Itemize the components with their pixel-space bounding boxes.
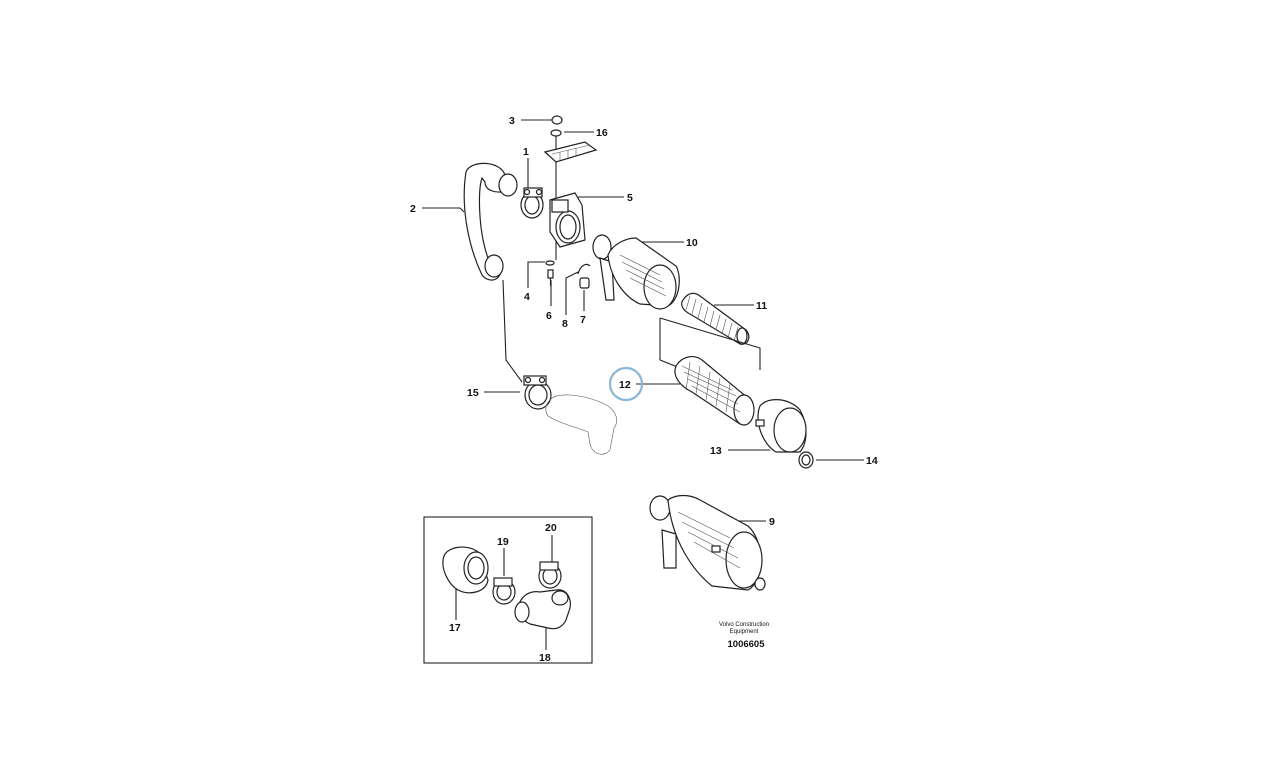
intake-hose-outline [545,394,617,455]
washer-part-4 [545,260,555,266]
clamp-part-20 [538,561,562,589]
filter-element-part-12 [674,356,755,426]
drawing-number: 1006605 [728,639,766,650]
callout-19[interactable]: 19 [497,536,509,548]
callout-highlight-circle [608,366,644,402]
bracket-plate [543,141,598,163]
callout-8[interactable]: 8 [562,318,568,330]
clamp-part-19 [492,577,516,605]
callout-18[interactable]: 18 [539,652,551,664]
elbow-hose-part-18 [514,589,571,630]
inner-filter-part-11 [681,292,750,345]
callout-17[interactable]: 17 [449,622,461,634]
hose-part-2 [463,162,518,281]
filter-housing-part-10 [592,234,680,310]
callout-6[interactable]: 6 [546,310,552,322]
callout-2[interactable]: 2 [410,203,416,215]
callout-13[interactable]: 13 [710,445,722,457]
callout-20[interactable]: 20 [545,522,557,534]
inset-box [423,516,593,664]
mount-bracket-part-5 [549,192,586,248]
callout-12[interactable]: 12 [619,379,631,391]
nut-part-3 [551,115,563,125]
hook-part-8 [577,263,591,275]
callout-14[interactable]: 14 [866,455,878,467]
callout-10[interactable]: 10 [686,237,698,249]
callout-16[interactable]: 16 [596,127,608,139]
dust-cap-part-13 [755,399,807,453]
callout-1[interactable]: 1 [523,146,529,158]
callout-11[interactable]: 11 [756,300,767,312]
valve-part-14 [798,451,814,469]
washer-part-16 [550,129,562,137]
caption-company-sub: Equipment [730,629,759,635]
callout-7[interactable]: 7 [580,314,586,326]
callout-15[interactable]: 15 [467,387,479,399]
bolt-part-6 [547,269,554,286]
clamp-part-15 [523,375,552,410]
callout-5[interactable]: 5 [627,192,633,204]
caption-company: Volvo Construction [719,622,769,628]
callout-3[interactable]: 3 [509,115,515,127]
callout-4[interactable]: 4 [524,291,530,303]
callout-9[interactable]: 9 [769,516,775,528]
clamp-part-1 [520,187,544,219]
cap-part-7 [579,277,590,289]
filter-part-17 [442,546,489,594]
filter-assembly-part-9 [649,494,766,591]
